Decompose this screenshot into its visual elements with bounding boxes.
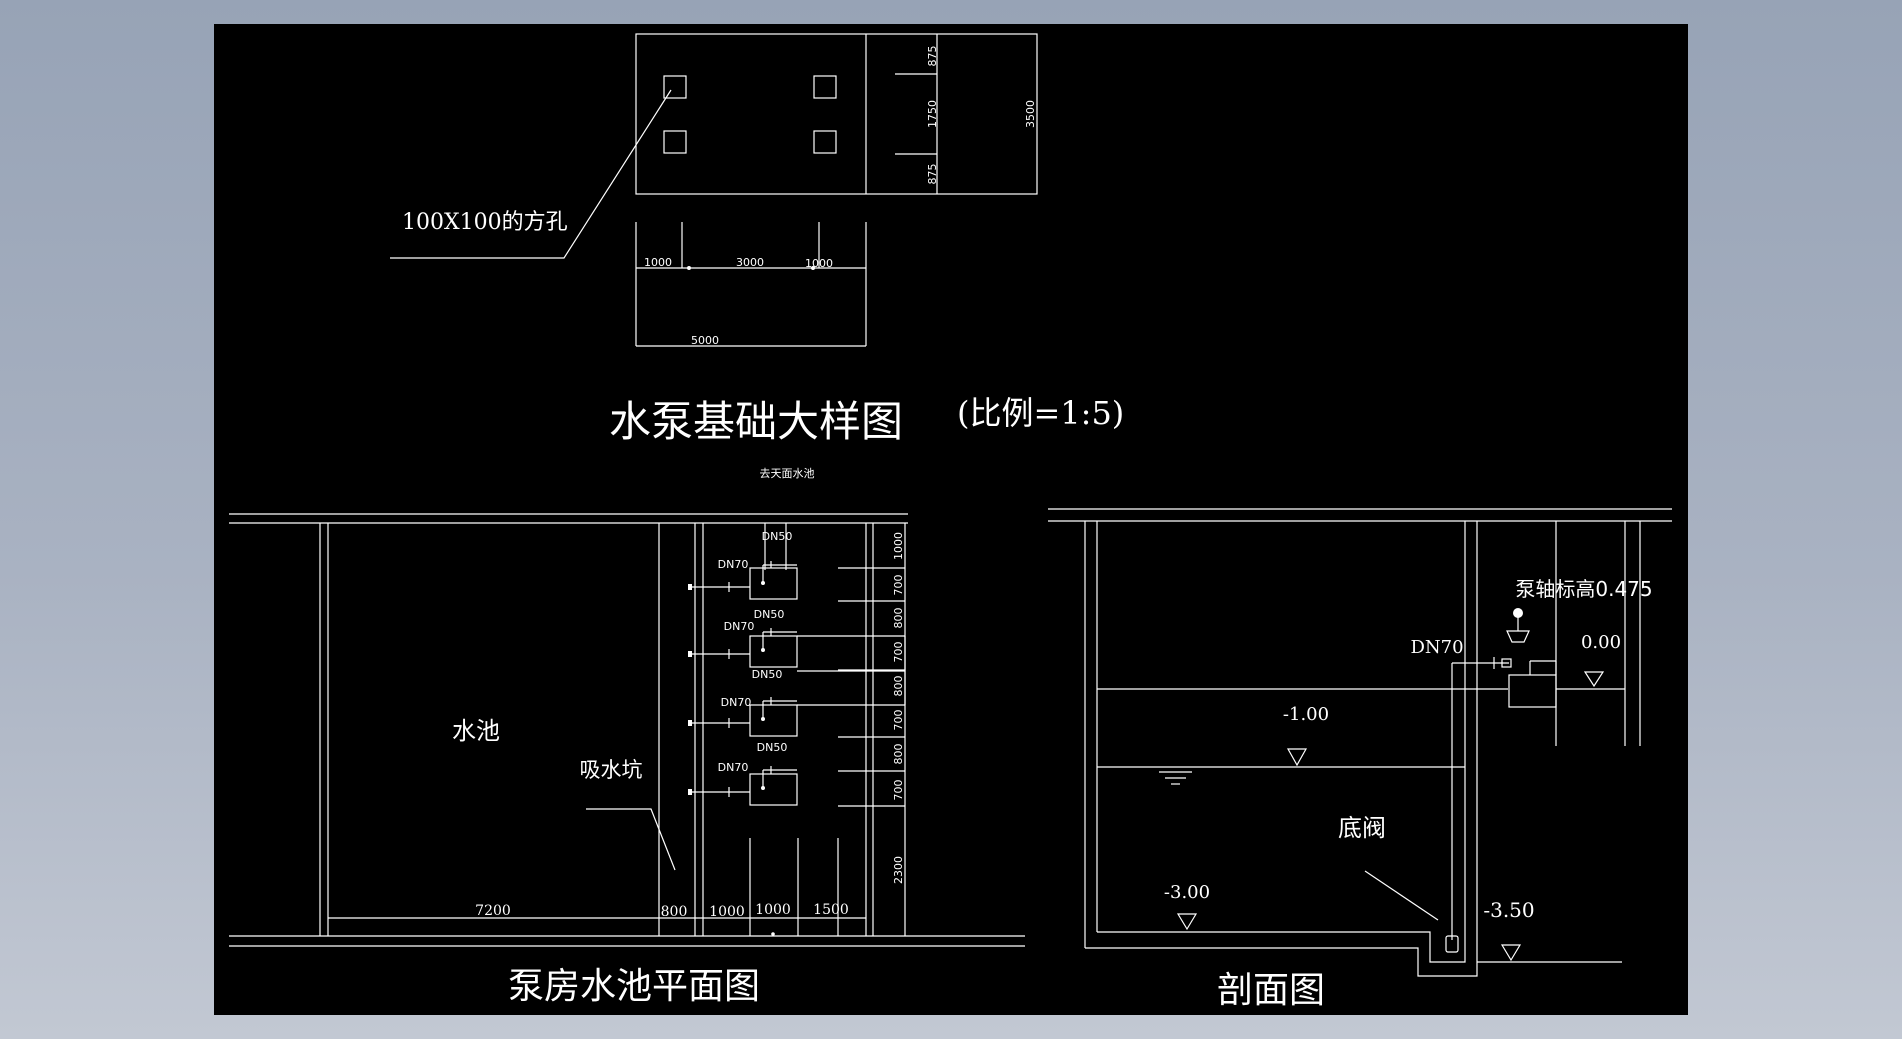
pump-unit-1 bbox=[688, 561, 798, 600]
plan-title: 泵房水池平面图 bbox=[508, 966, 760, 1007]
elev-marker-m300 bbox=[1176, 913, 1198, 931]
vdim-7: 800 bbox=[892, 744, 905, 765]
pump-unit-4 bbox=[688, 766, 798, 806]
pump-unit-2 bbox=[688, 628, 798, 668]
vdim-4: 700 bbox=[892, 642, 905, 663]
square-hole-tl bbox=[663, 75, 687, 99]
sump-leader bbox=[586, 808, 676, 871]
dim-1000-left: 1000 bbox=[644, 256, 672, 269]
dim-1000-right: 1000 bbox=[805, 257, 833, 270]
dim-875-bottom: 875 bbox=[926, 164, 939, 185]
elev-m100: -1.00 bbox=[1283, 704, 1329, 725]
section-title: 剖面图 bbox=[1217, 970, 1325, 1011]
square-hole-label: 100X100的方孔 bbox=[402, 210, 568, 235]
square-hole-br bbox=[813, 130, 837, 154]
elev-marker-m100 bbox=[1286, 748, 1308, 767]
elev-000: 0.00 bbox=[1581, 632, 1621, 653]
dim-1750: 1750 bbox=[926, 100, 939, 128]
foot-valve-label: 底阀 bbox=[1338, 814, 1386, 842]
dim-3500: 3500 bbox=[1024, 100, 1037, 128]
hdim-1000-b: 1000 bbox=[755, 902, 791, 918]
pipe-dn50-b: DN50 bbox=[754, 608, 785, 621]
section-pump bbox=[1508, 674, 1557, 708]
foundation-plan-outline bbox=[635, 33, 1038, 195]
pipe-dn50-d: DN50 bbox=[757, 741, 788, 754]
foundation-title: 水泵基础大样图 bbox=[609, 397, 903, 446]
elev-m300: -3.00 bbox=[1164, 882, 1210, 903]
vdim-3: 800 bbox=[892, 608, 905, 629]
vdim-5: 800 bbox=[892, 676, 905, 697]
vdim-6: 700 bbox=[892, 710, 905, 731]
elev-m350: -3.50 bbox=[1483, 898, 1534, 922]
pipe-dn50-a: DN50 bbox=[762, 530, 793, 543]
pipe-dn70-d: DN70 bbox=[718, 761, 749, 774]
hdim-7200: 7200 bbox=[475, 903, 511, 919]
pipe-dn70-a: DN70 bbox=[718, 558, 749, 571]
foundation-scale: (比例=1:5) bbox=[957, 394, 1124, 432]
vdim-2: 700 bbox=[892, 575, 905, 596]
foot-valve-shape bbox=[1445, 935, 1459, 953]
square-hole-bl bbox=[663, 130, 687, 154]
section-view: 泵轴标高0.475 DN70 0.00 -1.00 底阀 -3.00 -3.50… bbox=[1048, 508, 1672, 1011]
pump-axis-label: 泵轴标高0.475 bbox=[1515, 577, 1652, 601]
pool-label: 水池 bbox=[452, 717, 500, 745]
pipe-dn70-c: DN70 bbox=[721, 696, 752, 709]
sump-label: 吸水坑 bbox=[580, 758, 643, 782]
square-hole-leader bbox=[390, 89, 672, 259]
elev-marker-m350 bbox=[1500, 944, 1522, 962]
hdim-1500: 1500 bbox=[813, 902, 849, 918]
hdim-800: 800 bbox=[661, 904, 688, 920]
vdim-1: 1000 bbox=[892, 532, 905, 560]
pump-unit-3 bbox=[688, 697, 798, 737]
pipe-dn50-c: DN50 bbox=[752, 668, 783, 681]
pump-foundation-detail: 875 1750 875 3500 100X100的方孔 1000 3000 1… bbox=[390, 33, 1124, 480]
hdim-1000-a: 1000 bbox=[709, 904, 745, 920]
dim-875-top: 875 bbox=[926, 46, 939, 67]
vdim-8: 700 bbox=[892, 780, 905, 801]
elev-marker-000 bbox=[1583, 671, 1605, 688]
roof-tank-note: 去天面水池 bbox=[760, 467, 815, 480]
drawing-sheet bbox=[214, 24, 1688, 1015]
pipe-dn70-b: DN70 bbox=[724, 620, 755, 633]
square-hole-tr bbox=[813, 75, 837, 99]
vdim-9: 2300 bbox=[892, 856, 905, 884]
dim-3000: 3000 bbox=[736, 256, 764, 269]
pump-house-pool-plan: DN50 DN70 DN50 DN70 DN50 DN70 DN50 DN70 … bbox=[229, 513, 1025, 1007]
section-dn70: DN70 bbox=[1410, 637, 1463, 658]
dim-5000: 5000 bbox=[691, 334, 719, 347]
